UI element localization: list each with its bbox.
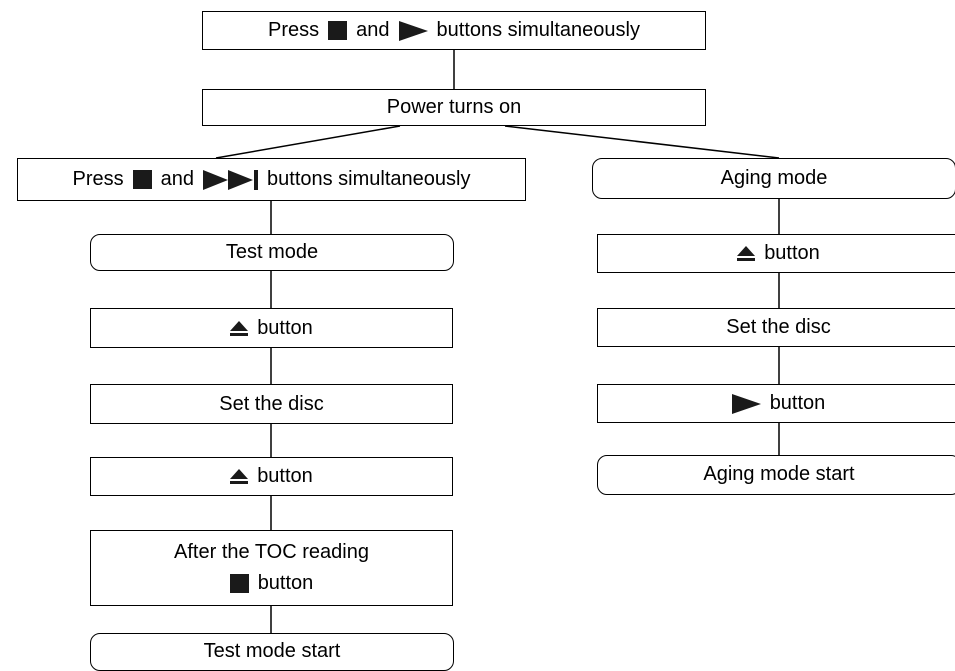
and-label: and — [356, 19, 390, 41]
eject-icon — [737, 246, 756, 261]
button-label: button — [257, 572, 314, 594]
play-icon — [398, 20, 428, 41]
press-label: Press — [72, 168, 124, 190]
aging-mode-start-box: Aging mode start — [597, 455, 955, 495]
power-on-box: Power turns on — [202, 89, 706, 126]
stop-icon — [328, 21, 348, 40]
press-label: Press — [268, 19, 320, 41]
test-mode-box: Test mode — [90, 234, 454, 271]
test-mode-start-box: Test mode start — [90, 633, 454, 671]
eject-button-step-2: button — [90, 457, 453, 496]
stop-icon — [229, 574, 249, 593]
aging-mode-label: Aging mode — [720, 167, 828, 189]
button-label: button — [257, 465, 313, 487]
eject-button-step-1: button — [90, 308, 453, 348]
aging-mode-box: Aging mode — [592, 158, 955, 199]
button-label: button — [769, 392, 826, 414]
set-disc-right-box: Set the disc — [597, 308, 955, 347]
press-stop-ffwd-box: Press and buttons simultaneously — [17, 158, 526, 201]
eject-button-aging: button — [597, 234, 955, 273]
connector — [504, 125, 780, 159]
simultaneously-label: buttons simultaneously — [267, 168, 471, 190]
simultaneously-label: buttons simultaneously — [436, 19, 640, 41]
stop-icon — [132, 170, 152, 189]
set-disc-label: Set the disc — [726, 316, 831, 338]
skip-forward-icon — [203, 169, 259, 190]
toc-reading-label: After the TOC reading — [174, 541, 369, 563]
test-mode-label: Test mode — [225, 241, 319, 263]
and-label: and — [160, 168, 195, 190]
eject-icon — [230, 469, 249, 484]
test-mode-start-label: Test mode start — [203, 640, 341, 662]
aging-mode-start-label: Aging mode start — [703, 463, 855, 485]
set-disc-label: Set the disc — [219, 392, 324, 415]
connector — [215, 125, 401, 159]
press-stop-play-box: Press and buttons simultaneously — [202, 11, 706, 50]
set-disc-left-box: Set the disc — [90, 384, 453, 424]
button-label: button — [257, 316, 313, 339]
eject-icon — [230, 320, 249, 336]
button-label: button — [764, 242, 820, 264]
power-on-label: Power turns on — [386, 96, 522, 118]
play-icon — [731, 393, 761, 414]
toc-reading-box: After the TOC reading button — [90, 530, 453, 606]
play-button-aging: button — [597, 384, 955, 423]
